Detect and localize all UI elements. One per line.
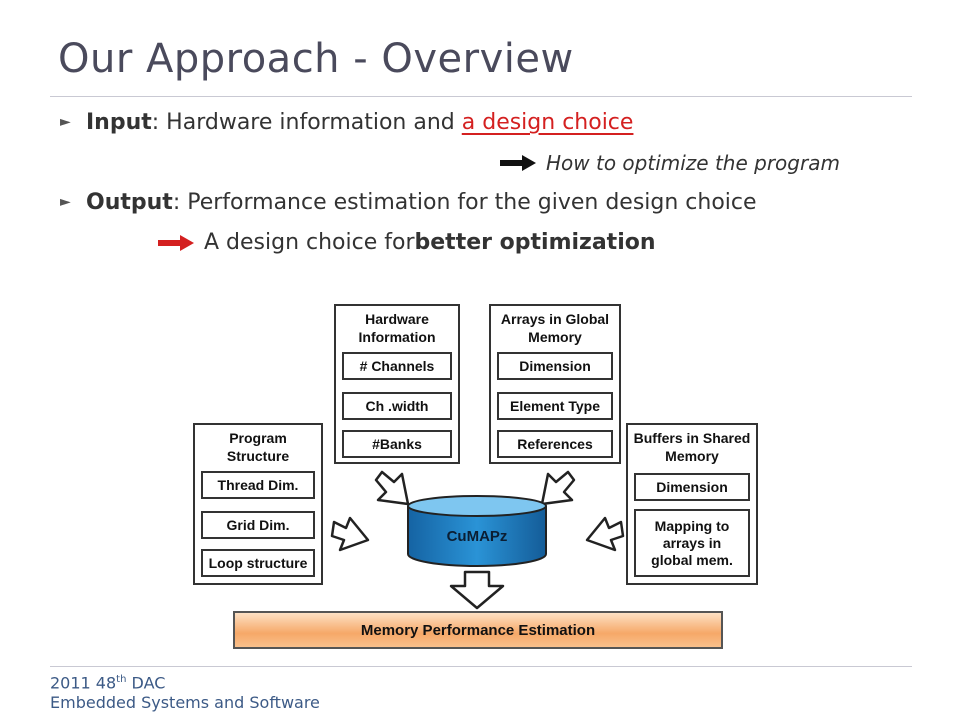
bullet-input-highlight: a design choice bbox=[461, 110, 634, 135]
bullet-output-key: Output bbox=[86, 190, 173, 215]
footer-track: Embedded Systems and Software bbox=[50, 693, 320, 713]
arrow-down-icon bbox=[449, 570, 505, 610]
arrays-global-memory-title: Arrays in Global Memory bbox=[500, 311, 610, 345]
slide-title: Our Approach - Overview bbox=[58, 36, 574, 82]
bullet-input-text: : Hardware information and bbox=[151, 110, 462, 135]
footer-divider bbox=[50, 666, 912, 667]
banks-box: #Banks bbox=[342, 430, 452, 458]
thread-dim-box: Thread Dim. bbox=[201, 471, 315, 499]
right-arrow-icon bbox=[500, 155, 536, 171]
footer-conf: DAC bbox=[126, 673, 166, 693]
buffers-shared-memory-title: Buffers in Shared Memory bbox=[633, 430, 751, 464]
footer: 2011 48th DAC Embedded Systems and Softw… bbox=[50, 670, 320, 713]
bullet-input-sub-text: How to optimize the program bbox=[546, 151, 840, 175]
arrays-global-memory-group: Arrays in Global Memory Dimension Elemen… bbox=[489, 304, 621, 464]
database-cylinder-icon bbox=[407, 495, 547, 567]
title-divider bbox=[50, 96, 912, 97]
buffers-shared-memory-group: Buffers in Shared Memory Dimension Mappi… bbox=[626, 423, 758, 585]
bullet-output-text: : Performance estimation for the given d… bbox=[172, 190, 757, 215]
red-right-arrow-icon bbox=[158, 234, 194, 251]
program-structure-title: Program Structure bbox=[226, 430, 290, 464]
memory-performance-estimation-box: Memory Performance Estimation bbox=[233, 611, 723, 649]
arrow-buffers-to-core-icon bbox=[585, 516, 625, 552]
array-dimension-box: Dimension bbox=[497, 352, 613, 380]
bullet-input-sub: How to optimize the program bbox=[500, 151, 840, 175]
bullet-output: ► Output: Performance estimation for the … bbox=[60, 190, 757, 215]
bullet-input-key: Input bbox=[86, 110, 152, 135]
bullet-output-sub: A design choice for better optimization bbox=[158, 230, 656, 255]
bullet-input: ► Input: Hardware information and a desig… bbox=[60, 110, 633, 135]
bullet-arrow-icon: ► bbox=[60, 114, 71, 130]
bullet-output-sub-prefix: A design choice for bbox=[204, 230, 415, 255]
footer-year: 2011 48 bbox=[50, 673, 117, 693]
arrow-hardware-to-core-icon bbox=[374, 470, 410, 506]
loop-structure-box: Loop structure bbox=[201, 549, 315, 577]
footer-sup: th bbox=[116, 674, 127, 685]
cumapz-database: CuMAPz bbox=[406, 494, 548, 568]
element-type-box: Element Type bbox=[497, 392, 613, 420]
mapping-box: Mapping to arrays in global mem. bbox=[634, 509, 750, 577]
hardware-info-group: Hardware Information # Channels Ch .widt… bbox=[334, 304, 460, 464]
channel-width-box: Ch .width bbox=[342, 392, 452, 420]
bullet-arrow-icon: ► bbox=[60, 194, 71, 210]
program-structure-group: Program Structure Thread Dim. Grid Dim. … bbox=[193, 423, 323, 585]
channels-box: # Channels bbox=[342, 352, 452, 380]
grid-dim-box: Grid Dim. bbox=[201, 511, 315, 539]
buffer-dimension-box: Dimension bbox=[634, 473, 750, 501]
arrow-arrays-to-core-icon bbox=[540, 470, 576, 506]
cumapz-label: CuMAPz bbox=[446, 528, 508, 545]
arrow-program-to-core-icon bbox=[330, 516, 370, 552]
bullet-output-sub-highlight: better optimization bbox=[414, 230, 656, 255]
references-box: References bbox=[497, 430, 613, 458]
footer-conference: 2011 48th DAC bbox=[50, 670, 320, 693]
hardware-info-title: Hardware Information bbox=[358, 311, 436, 345]
